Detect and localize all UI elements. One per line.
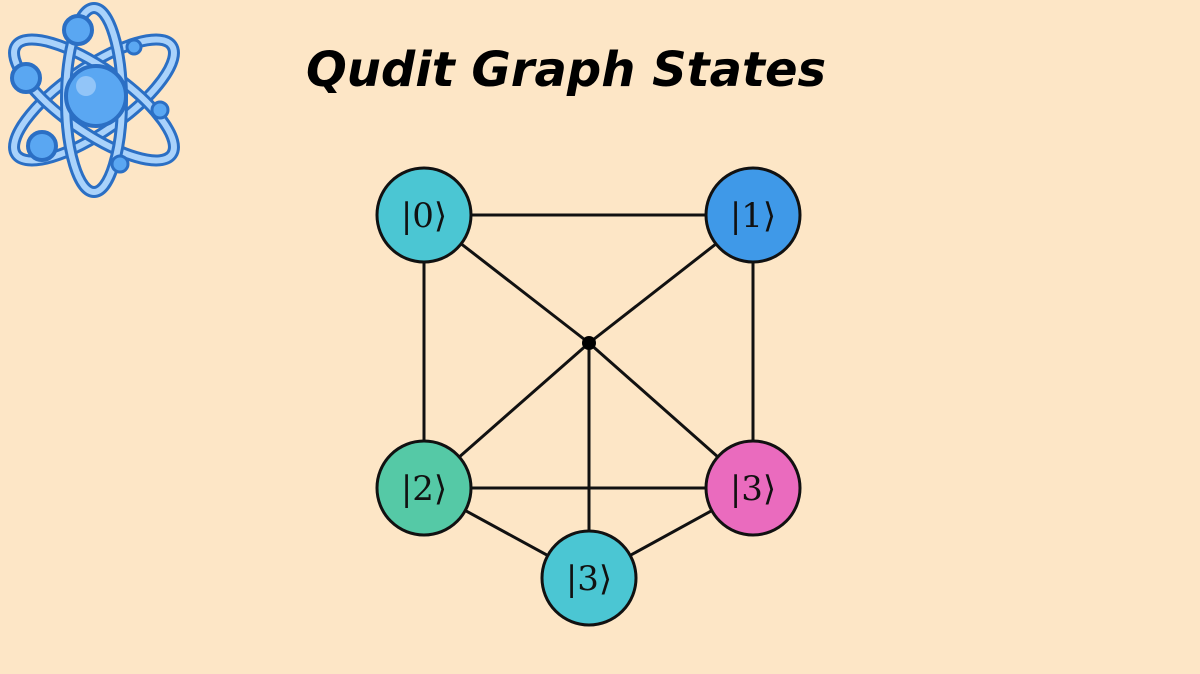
graph-node-n1: |1⟩	[704, 166, 802, 264]
electron	[10, 62, 42, 94]
graph-node-circle	[540, 529, 638, 627]
graph-node-label: |0⟩	[401, 196, 447, 236]
electron	[62, 14, 94, 46]
graph-edges	[422, 213, 755, 580]
graph-hub-vertex	[582, 336, 596, 350]
graph-node-label: |3⟩	[566, 559, 612, 599]
graph-node-circle	[704, 439, 802, 537]
graph-node-label: |2⟩	[401, 469, 447, 509]
electron	[26, 130, 58, 162]
graph-node-n2: |2⟩	[375, 439, 473, 537]
atom-icon	[8, 2, 180, 198]
nucleus-highlight	[76, 76, 96, 96]
electron	[150, 100, 170, 120]
electron	[125, 38, 143, 56]
graph-nodes: |0⟩ |1⟩ |2⟩ |3⟩ |3⟩	[375, 166, 802, 627]
graph-node-label: |1⟩	[730, 196, 776, 236]
graph-node-circle	[375, 166, 473, 264]
graph-node-n4: |3⟩	[540, 529, 638, 627]
graph-node-n3: |3⟩	[704, 439, 802, 537]
graph-node-n0: |0⟩	[375, 166, 473, 264]
electron	[110, 154, 130, 174]
graph-node-circle	[704, 166, 802, 264]
graph-node-label: |3⟩	[730, 469, 776, 509]
graph-node-circle	[375, 439, 473, 537]
page-title: Qudit Graph States	[306, 42, 826, 98]
nucleus	[64, 64, 128, 128]
graph-hub-layer	[582, 336, 596, 350]
